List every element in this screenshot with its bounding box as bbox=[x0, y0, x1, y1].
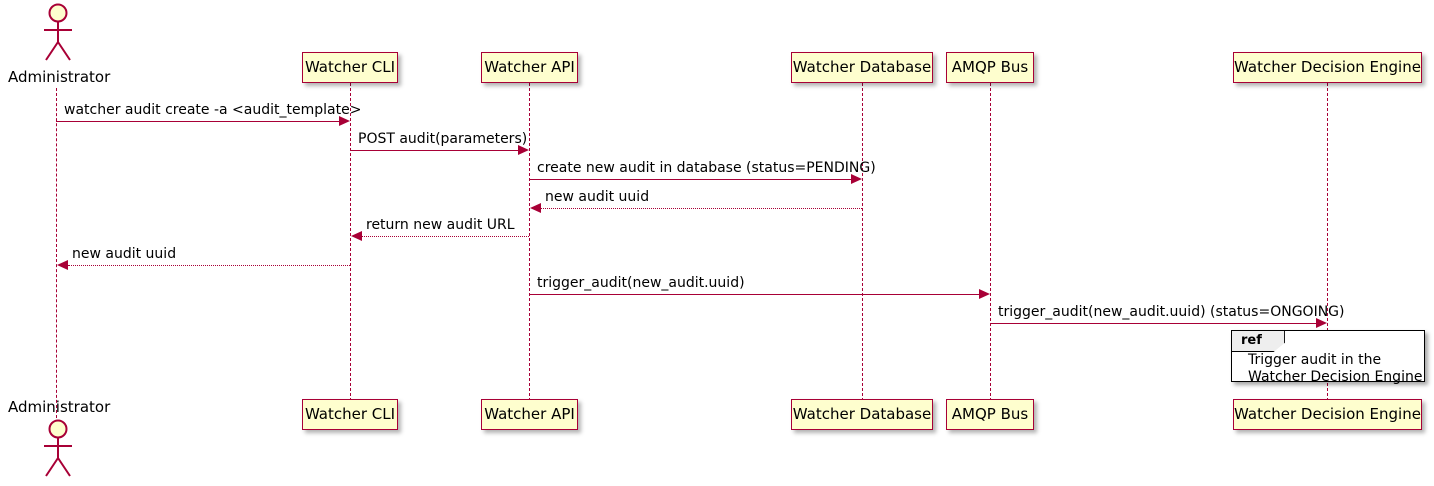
message-arrowhead-m7 bbox=[979, 289, 990, 299]
participant-label: Watcher Database bbox=[792, 58, 932, 76]
message-arrowhead-m1 bbox=[339, 116, 350, 126]
message-arrowhead-m3 bbox=[851, 174, 862, 184]
actor-figure-top bbox=[44, 3, 72, 61]
participant-label: Watcher API bbox=[484, 58, 575, 76]
lifeline-watcher-cli bbox=[350, 83, 351, 401]
message-line-m2 bbox=[350, 150, 518, 151]
participant-label: Watcher API bbox=[484, 405, 575, 423]
message-line-m8 bbox=[990, 323, 1316, 324]
message-label-m2: POST audit(parameters) bbox=[358, 131, 528, 147]
participant-watcher-cli-bottom[interactable]: Watcher CLI bbox=[302, 399, 398, 430]
message-label-m3: create new audit in database (status=PEN… bbox=[537, 160, 876, 176]
participant-watcher-database-top[interactable]: Watcher Database bbox=[791, 52, 933, 83]
ref-fragment-body-line2: Watcher Decision Engine bbox=[1248, 369, 1423, 385]
message-line-m4 bbox=[541, 208, 862, 209]
participant-watcher-decision-engine-top[interactable]: Watcher Decision Engine bbox=[1233, 52, 1422, 83]
lifeline-watcher-decision-engine bbox=[1327, 83, 1328, 401]
participant-watcher-api-top[interactable]: Watcher API bbox=[481, 52, 578, 83]
message-line-m3 bbox=[529, 179, 851, 180]
ref-fragment-tab-label: ref bbox=[1232, 331, 1285, 353]
message-arrowhead-m4 bbox=[530, 203, 541, 213]
message-label-m8: trigger_audit(new_audit.uuid) (status=ON… bbox=[998, 304, 1345, 320]
message-label-m5: return new audit URL bbox=[366, 217, 515, 233]
participant-label: Watcher Decision Engine bbox=[1234, 405, 1421, 423]
message-arrowhead-m5 bbox=[351, 231, 362, 241]
actor-figure-bottom bbox=[44, 419, 72, 477]
participant-watcher-database-bottom[interactable]: Watcher Database bbox=[791, 399, 933, 430]
message-arrowhead-m2 bbox=[518, 145, 529, 155]
message-label-m4: new audit uuid bbox=[545, 189, 650, 205]
message-line-m7 bbox=[529, 294, 979, 295]
participant-label: Watcher Database bbox=[792, 405, 932, 423]
participant-label: Watcher CLI bbox=[304, 405, 396, 423]
ref-fragment-body-line1: Trigger audit in the bbox=[1248, 352, 1382, 368]
message-line-m5 bbox=[362, 236, 529, 237]
message-label-m7: trigger_audit(new_audit.uuid) bbox=[537, 275, 745, 291]
participant-label: AMQP Bus bbox=[951, 58, 1029, 76]
lifeline-administrator bbox=[56, 88, 57, 418]
participant-label: Watcher Decision Engine bbox=[1234, 58, 1421, 76]
participant-amqp-bus-top[interactable]: AMQP Bus bbox=[946, 52, 1034, 83]
message-label-m1: watcher audit create -a <audit_template> bbox=[64, 102, 362, 118]
message-line-m6 bbox=[68, 265, 350, 266]
lifeline-watcher-api bbox=[529, 83, 530, 401]
participant-amqp-bus-bottom[interactable]: AMQP Bus bbox=[946, 399, 1034, 430]
message-arrowhead-m6 bbox=[57, 260, 68, 270]
participant-watcher-decision-engine-bottom[interactable]: Watcher Decision Engine bbox=[1233, 399, 1422, 430]
actor-label-bottom: Administrator bbox=[8, 398, 111, 416]
participant-label: Watcher CLI bbox=[304, 58, 396, 76]
message-arrowhead-m8 bbox=[1316, 318, 1327, 328]
participant-watcher-api-bottom[interactable]: Watcher API bbox=[481, 399, 578, 430]
participant-watcher-cli-top[interactable]: Watcher CLI bbox=[302, 52, 398, 83]
lifeline-watcher-database bbox=[862, 83, 863, 401]
message-line-m1 bbox=[56, 121, 339, 122]
actor-label-top: Administrator bbox=[8, 68, 111, 86]
ref-fragment: ref Trigger audit in the Watcher Decisio… bbox=[1231, 330, 1425, 385]
lifeline-amqp-bus bbox=[990, 83, 991, 401]
participant-label: AMQP Bus bbox=[951, 405, 1029, 423]
message-label-m6: new audit uuid bbox=[72, 246, 177, 262]
